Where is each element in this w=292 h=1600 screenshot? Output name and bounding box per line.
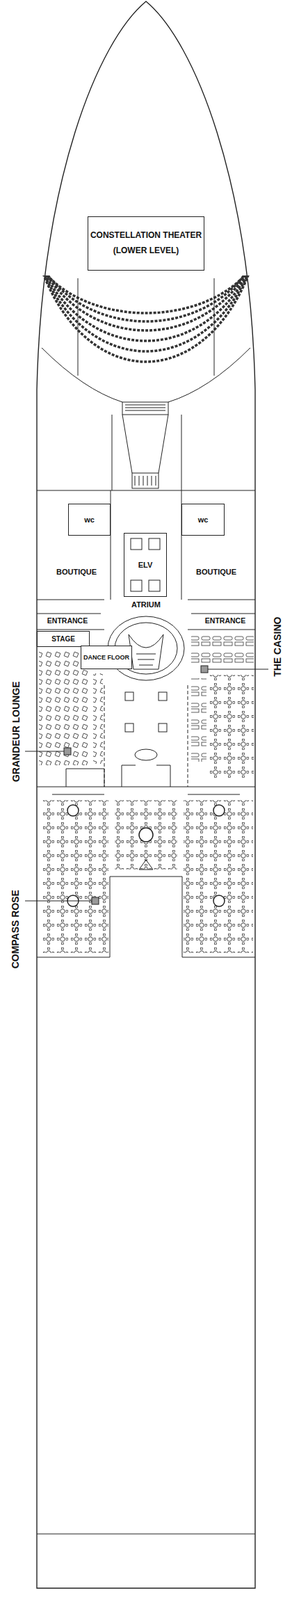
room-box: STAGE [36, 630, 90, 647]
area-label: ATRIUM [130, 599, 162, 609]
room-name: STAGE [51, 634, 76, 644]
venue-callout: GRANDEUR LOUNGE [10, 679, 21, 784]
room-name: ELV [136, 560, 155, 570]
area-label: BOUTIQUE [194, 567, 238, 576]
room-name: DANCE FLOOR [83, 653, 130, 661]
room-name: CONSTELLATION THEATER [90, 230, 202, 241]
venue-callout: COMPASS ROSE [10, 887, 21, 970]
room-box: wc [68, 503, 111, 536]
room-name: (LOWER LEVEL) [113, 246, 180, 256]
room-name: wc [84, 515, 95, 525]
area-label: ENTRANCE [45, 616, 89, 626]
room-box: wc [181, 503, 225, 536]
area-label: ENTRANCE [203, 616, 247, 626]
room-name: wc [198, 515, 209, 525]
area-label: BOUTIQUE [54, 567, 99, 576]
room-box: DANCE FLOOR [80, 645, 133, 669]
room-box: CONSTELLATION THEATER (LOWER LEVEL) [87, 216, 205, 271]
venue-callout: THE CASINO [272, 615, 283, 678]
room-box: ELV [123, 532, 167, 597]
